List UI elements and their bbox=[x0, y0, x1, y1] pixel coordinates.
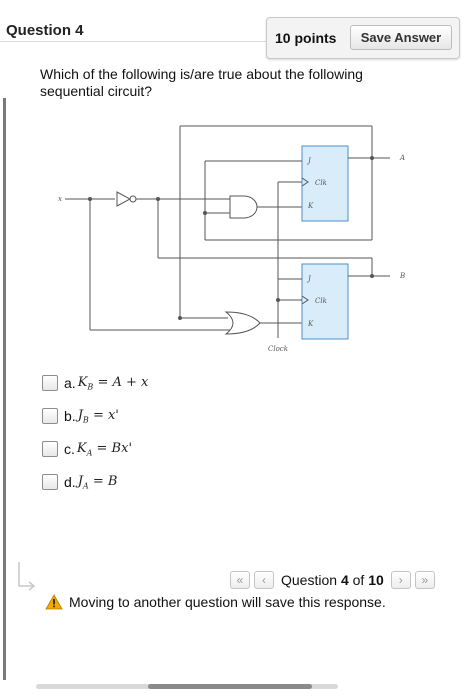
question-text: Which of the following is/are true about… bbox=[40, 66, 363, 99]
answer-b-label: b. bbox=[64, 408, 76, 424]
previous-question-button[interactable]: ‹ bbox=[254, 571, 274, 589]
last-question-button[interactable]: » bbox=[414, 571, 435, 589]
ff-bottom-k-label: K bbox=[307, 320, 314, 328]
first-question-button[interactable]: « bbox=[230, 571, 250, 589]
answer-option-c[interactable]: c. KA = Bx' bbox=[42, 438, 148, 460]
answer-option-b[interactable]: b. JB = x' bbox=[42, 405, 148, 427]
answer-c-expression: KA = Bx' bbox=[76, 440, 133, 458]
next-question-button[interactable]: › bbox=[390, 571, 411, 589]
output-b-label: B bbox=[399, 272, 405, 280]
answer-d-expression: JA = B bbox=[77, 473, 118, 491]
question-navigation: « ‹ Question 4 of 10 › » bbox=[230, 569, 439, 591]
horizontal-scrollbar[interactable] bbox=[36, 684, 338, 689]
answer-b-expression: JB = x' bbox=[77, 407, 119, 425]
answer-d-label: d. bbox=[64, 474, 76, 490]
answer-a-checkbox[interactable] bbox=[42, 375, 58, 391]
points-label: 10 points bbox=[275, 30, 337, 46]
ff-bottom-clk-label: Clk bbox=[315, 297, 327, 305]
answer-a-label: a. bbox=[64, 375, 76, 391]
corner-arrow-icon bbox=[18, 562, 36, 591]
save-notice: Moving to another question will save thi… bbox=[45, 594, 386, 610]
answer-c-checkbox[interactable] bbox=[42, 441, 58, 457]
clock-label: Clock bbox=[268, 345, 288, 353]
points-panel: 10 points Save Answer bbox=[266, 17, 460, 59]
answer-b-checkbox[interactable] bbox=[42, 408, 58, 424]
ff-bottom-j-label: J bbox=[306, 275, 312, 283]
save-answer-button[interactable]: Save Answer bbox=[350, 25, 452, 50]
output-a-label: A bbox=[399, 154, 405, 162]
left-border bbox=[3, 98, 6, 680]
warning-icon bbox=[45, 594, 63, 610]
answer-d-checkbox[interactable] bbox=[42, 474, 58, 490]
answer-list: a. KB = A + x b. JB = x' c. KA = Bx' d. … bbox=[42, 372, 148, 504]
scrollbar-thumb[interactable] bbox=[148, 684, 312, 689]
ff-top-j-label: J bbox=[306, 157, 312, 165]
question-title: Question 4 bbox=[6, 22, 84, 39]
sequential-circuit-diagram: x J Clk K A J Clk K B Clock bbox=[58, 125, 405, 353]
notice-text: Moving to another question will save thi… bbox=[69, 594, 386, 610]
answer-option-a[interactable]: a. KB = A + x bbox=[42, 372, 148, 394]
input-x-label: x bbox=[58, 195, 62, 203]
ff-top-clk-label: Clk bbox=[315, 179, 327, 187]
ff-top-k-label: K bbox=[307, 202, 314, 210]
answer-c-label: c. bbox=[64, 441, 75, 457]
header-divider bbox=[0, 41, 270, 42]
answer-a-expression: KB = A + x bbox=[77, 374, 149, 392]
question-header: Question 4 bbox=[0, 14, 466, 44]
question-position: Question 4 of 10 bbox=[281, 572, 384, 588]
answer-option-d[interactable]: d. JA = B bbox=[42, 471, 148, 493]
